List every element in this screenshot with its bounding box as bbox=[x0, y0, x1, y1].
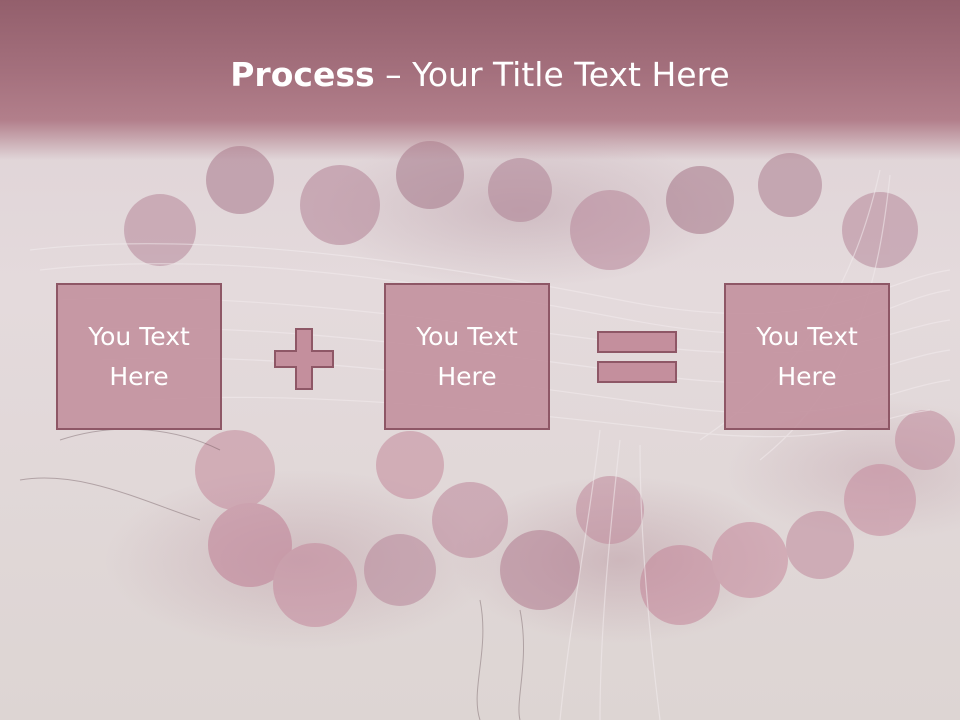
title-bold: Process bbox=[230, 55, 375, 94]
plus-icon bbox=[274, 328, 334, 390]
text-box-3-label: You Text Here bbox=[756, 321, 858, 391]
text-box-2[interactable]: You Text Here bbox=[384, 283, 550, 430]
text-box-1[interactable]: You Text Here bbox=[56, 283, 222, 430]
slide-title[interactable]: Process – Your Title Text Here bbox=[0, 52, 960, 98]
header-band bbox=[0, 0, 960, 160]
text-box-2-label: You Text Here bbox=[416, 321, 518, 391]
title-rest: – Your Title Text Here bbox=[374, 55, 730, 94]
equals-icon bbox=[597, 331, 677, 383]
text-box-1-label: You Text Here bbox=[88, 321, 190, 391]
text-box-3[interactable]: You Text Here bbox=[724, 283, 890, 430]
